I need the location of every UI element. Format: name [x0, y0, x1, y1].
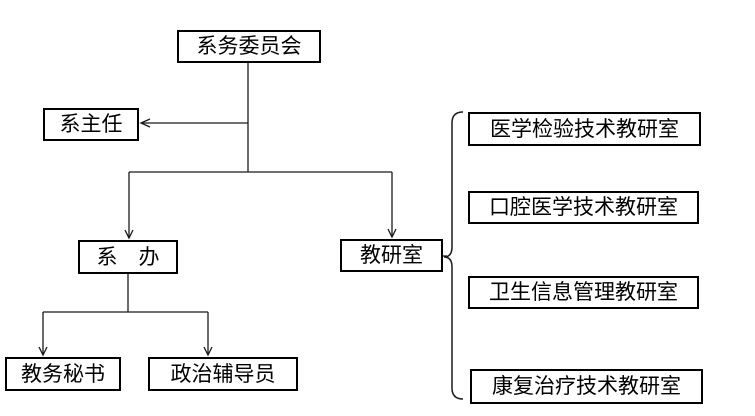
org-node-health-info-mgmt-office: 卫生信息管理教研室 — [468, 276, 699, 309]
arrowhead-to-secretary — [38, 346, 48, 357]
org-node-rehab-therapy-tech-office: 康复治疗技术教研室 — [470, 369, 703, 404]
org-node-teaching-research-office: 教研室 — [340, 239, 443, 272]
org-node-department-office-label: 系 办 — [96, 245, 160, 269]
org-node-department-head-label: 系主任 — [59, 113, 123, 136]
org-node-department-office: 系 办 — [78, 240, 178, 274]
arrowhead-to-counselor — [203, 346, 213, 357]
org-node-political-counselor-label: 政治辅导员 — [170, 362, 276, 386]
org-node-dental-tech-office-label: 口腔医学技术教研室 — [489, 196, 678, 219]
org-node-academic-secretary-label: 教务秘书 — [21, 362, 105, 386]
org-node-dental-tech-office: 口腔医学技术教研室 — [468, 191, 699, 224]
org-node-department-head: 系主任 — [43, 108, 139, 141]
arrowhead-to-office — [124, 229, 134, 240]
org-node-medical-lab-tech-office-label: 医学检验技术教研室 — [490, 117, 679, 141]
org-node-teaching-research-office-label: 教研室 — [360, 244, 423, 267]
org-node-committee-label: 系务委员会 — [196, 35, 302, 58]
arrowhead-to-teaching — [387, 228, 397, 239]
arrowhead-to-head — [139, 118, 151, 128]
org-node-health-info-mgmt-office-label: 卫生信息管理教研室 — [489, 281, 678, 304]
brace — [443, 111, 464, 400]
org-node-medical-lab-tech-office: 医学检验技术教研室 — [468, 112, 701, 146]
org-node-academic-secretary: 教务秘书 — [5, 357, 121, 391]
org-node-political-counselor: 政治辅导员 — [148, 357, 298, 391]
org-node-rehab-therapy-tech-office-label: 康复治疗技术教研室 — [492, 375, 681, 398]
org-node-committee: 系务委员会 — [177, 30, 321, 63]
